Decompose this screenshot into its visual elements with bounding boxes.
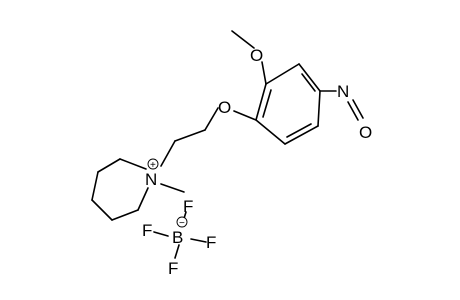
nitro-nitrogen-label: N: [337, 82, 349, 101]
ring-bond: [265, 63, 300, 85]
nitro-oxygen-label: O: [359, 123, 372, 142]
ring-bond: [111, 209, 139, 221]
methoxy-group: [231, 30, 267, 85]
ring-bond: [137, 187, 149, 211]
boron-label: B: [172, 228, 183, 247]
fluorine-top-label: F: [183, 197, 193, 216]
nitro-group: [319, 90, 364, 121]
ring-bond: [255, 119, 286, 145]
ring-bond: [284, 125, 319, 145]
n-methyl-bond: [160, 183, 185, 193]
ring-bond: [298, 63, 321, 92]
bond: [233, 110, 257, 121]
bond: [204, 107, 219, 131]
bond: [190, 238, 207, 243]
methoxy-oxygen-label: O: [250, 46, 263, 65]
benzene-ring: [255, 63, 321, 145]
ring-double-bond: [286, 123, 312, 138]
bond: [261, 61, 267, 85]
fluorine-right-label: F: [206, 233, 216, 252]
ring-double-bond: [301, 73, 316, 92]
bond: [174, 244, 180, 259]
negative-charge-icon: −: [176, 216, 188, 229]
double-bond: [347, 101, 359, 121]
ethoxy-chain: [160, 107, 257, 167]
fluorine-left-label: F: [142, 221, 152, 240]
ring-bond: [91, 171, 99, 201]
bond: [153, 231, 169, 237]
negative-charge-label: −: [179, 218, 185, 229]
ammonium-nitrogen-label: N: [145, 170, 157, 189]
bond: [174, 129, 206, 142]
bond: [352, 99, 364, 119]
bond: [231, 30, 255, 49]
piperidine-ring: [91, 158, 149, 221]
fluorine-bottom-label: F: [168, 259, 178, 278]
positive-charge-icon: +: [147, 158, 159, 171]
bond: [160, 140, 176, 167]
ring-bond: [317, 90, 321, 127]
positive-charge-label: +: [150, 160, 156, 171]
ring-bond: [97, 158, 121, 173]
ring-bond: [255, 83, 267, 121]
ring-bond: [91, 199, 113, 221]
ring-bond: [119, 158, 147, 170]
ring-double-bond: [262, 89, 272, 118]
ether-oxygen-label: O: [218, 98, 231, 117]
